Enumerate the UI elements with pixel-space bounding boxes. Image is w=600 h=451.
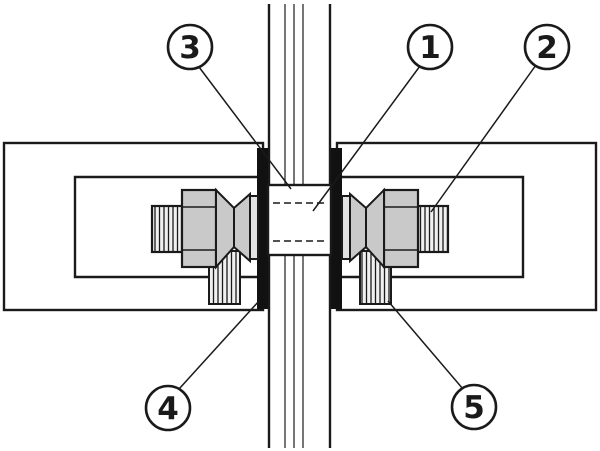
left-bolt-assembly: [150, 187, 259, 270]
callout-4: 4: [144, 384, 192, 432]
left-conical-washer-inner: [233, 191, 251, 264]
callout-2: 2: [523, 23, 571, 71]
callout-number: 5: [463, 390, 485, 426]
left-rail-channel: [73, 175, 263, 279]
left-bolt-nut: [180, 188, 218, 269]
callout-leaders: [178, 64, 537, 390]
leader-line-4: [178, 300, 260, 390]
right-bolt-assembly: [341, 187, 450, 270]
callout-1: 1: [406, 23, 454, 71]
left-gasket: [257, 148, 268, 309]
left-bolt-threaded-end: [150, 204, 184, 254]
callout-number: 4: [157, 391, 179, 427]
callout-number: 2: [536, 30, 558, 66]
callout-circle: [406, 23, 454, 71]
callout-number: 1: [419, 30, 441, 66]
leader-line-3: [198, 66, 292, 190]
right-conical-washer-inner: [349, 191, 367, 264]
callout-circle: [166, 23, 214, 71]
callout-3: 3: [166, 23, 214, 71]
callout-circle: [523, 23, 571, 71]
spacer-block: [266, 183, 333, 257]
right-clamp-disc: [341, 195, 351, 260]
leader-line-5: [387, 300, 464, 390]
right-rail-channel: [337, 175, 525, 279]
leader-line-2: [430, 64, 537, 213]
callout-5: 5: [450, 383, 498, 431]
callout-number: 3: [179, 30, 201, 66]
leader-line-1: [312, 65, 421, 212]
right-bolt-threaded-end: [416, 204, 450, 254]
left-clamp-disc: [249, 195, 259, 260]
spacer-outline: [266, 183, 333, 257]
right-gasket: [331, 148, 342, 309]
callout-circle: [450, 383, 498, 431]
callout-circle: [144, 384, 192, 432]
right-bolt-nut: [382, 188, 420, 269]
